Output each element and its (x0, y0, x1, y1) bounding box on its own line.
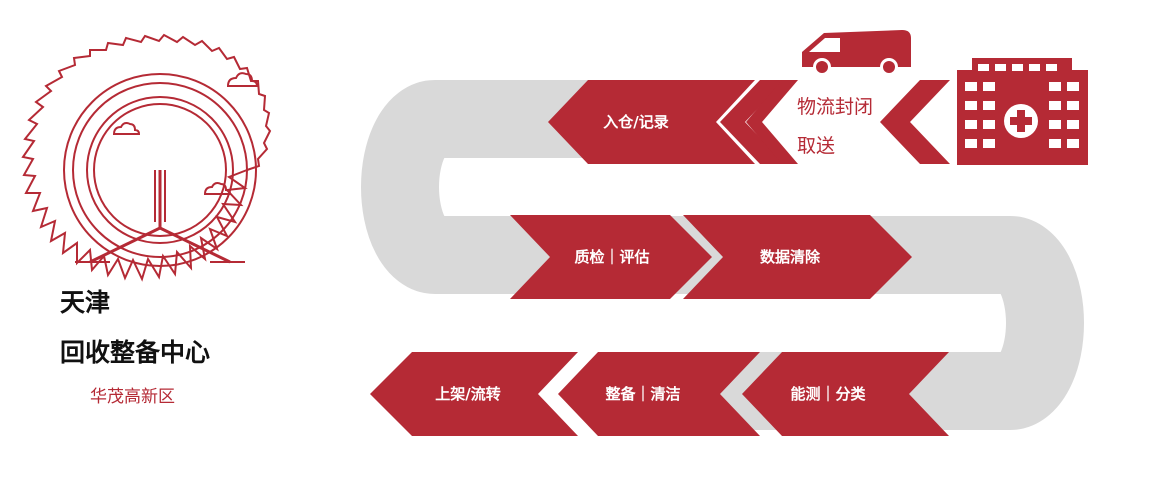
step-label: 数据清除 (760, 248, 821, 266)
step-resale: 上架/流转 (370, 352, 578, 436)
double-chevron-left-icon (880, 80, 950, 164)
step-refurb: 整备｜清洁 (558, 352, 760, 436)
step-intake: 入仓/记录 (548, 80, 755, 164)
step-label: 质检｜评估 (574, 248, 649, 266)
cloud-icon (203, 182, 232, 195)
step-inspect: 质检｜评估 (510, 215, 712, 299)
cloud-icon (226, 72, 259, 87)
center-title-line-2: 回收整备中心 (60, 338, 211, 367)
step-test: 能测｜分类 (742, 352, 949, 436)
hospital-icon (957, 58, 1088, 165)
transport-label-line-2: 取送 (797, 135, 836, 157)
center-location: 华茂高新区 (90, 387, 175, 407)
transport-label-line-1: 物流封闭 (797, 96, 874, 118)
ferris-wheel-logo-icon (21, 33, 272, 282)
step-wipe: 数据清除 (683, 215, 912, 299)
cloud-icon (112, 122, 141, 135)
van-icon (802, 30, 911, 76)
center-title-line-1: 天津 (60, 288, 111, 317)
step-label: 整备｜清洁 (605, 385, 680, 403)
step-label: 上架/流转 (435, 385, 500, 403)
double-chevron-left-icon (720, 80, 798, 164)
step-label: 入仓/记录 (603, 113, 668, 131)
step-label: 能测｜分类 (790, 385, 866, 403)
